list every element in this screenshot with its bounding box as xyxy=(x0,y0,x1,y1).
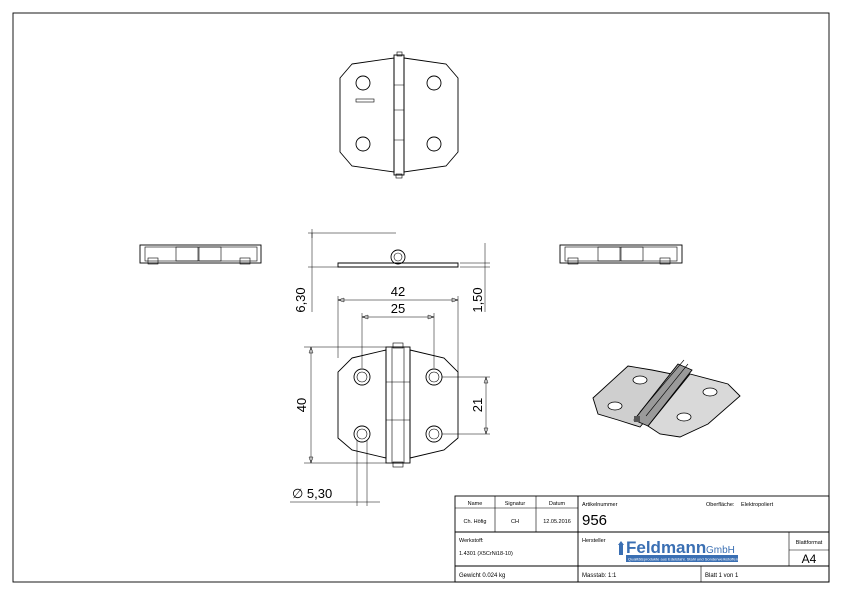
dim-21: 21 xyxy=(470,398,485,412)
tb-material-value: 1.4301 (X5CrNi18-10) xyxy=(459,551,513,557)
tb-manufacturer-label: Hersteller xyxy=(582,538,606,544)
manufacturer-tagline: Qualitätsprodukte aus Edelstahl, Stahl u… xyxy=(628,557,738,562)
left-side-view xyxy=(139,244,262,265)
tb-surface-value: Elektropoliert xyxy=(741,502,774,508)
tb-signature-label: Signatur xyxy=(505,501,526,507)
manufacturer-logo-suffix: GmbH xyxy=(706,545,735,556)
isometric-hinge-view xyxy=(592,359,741,438)
dim-hole-diameter: ∅ 5,30 xyxy=(292,486,332,501)
tb-date-label: Datum xyxy=(549,501,566,507)
manufacturer-logo xyxy=(618,541,738,562)
title-block xyxy=(454,495,830,583)
dim-1-50: 1,50 xyxy=(470,287,485,312)
tb-scale: Masstab: 1:1 xyxy=(582,573,617,579)
tb-sheet-format-value: A4 xyxy=(802,552,817,566)
main-view-hinge xyxy=(290,296,490,506)
right-side-view xyxy=(559,244,683,265)
tb-sheet-format-label: Blattformat xyxy=(796,540,823,546)
dim-40: 40 xyxy=(294,398,309,412)
tb-name-label: Name xyxy=(468,501,483,507)
edge-view-hinge xyxy=(308,229,490,312)
drawing-border xyxy=(12,12,830,583)
dim-25: 25 xyxy=(391,301,405,316)
tb-surface-label: Oberfläche: xyxy=(706,502,735,508)
tb-weight: Gewicht 0.024 kg xyxy=(459,573,505,579)
tb-date-value: 12.05.2016 xyxy=(543,519,571,525)
dim-42: 42 xyxy=(391,284,405,299)
tb-article-value: 956 xyxy=(582,512,607,529)
tb-material-label: Werkstoff: xyxy=(459,538,484,544)
dim-6-30: 6,30 xyxy=(293,287,308,312)
manufacturer-logo-text: Feldmann xyxy=(626,538,706,557)
top-view-hinge xyxy=(339,51,459,179)
tb-article-label: Artikelnummer xyxy=(582,502,618,508)
tb-name-value: Ch. Höfig xyxy=(464,519,487,525)
tb-signature-value: CH xyxy=(511,519,519,525)
tb-sheet: Blatt 1 von 1 xyxy=(705,573,739,579)
